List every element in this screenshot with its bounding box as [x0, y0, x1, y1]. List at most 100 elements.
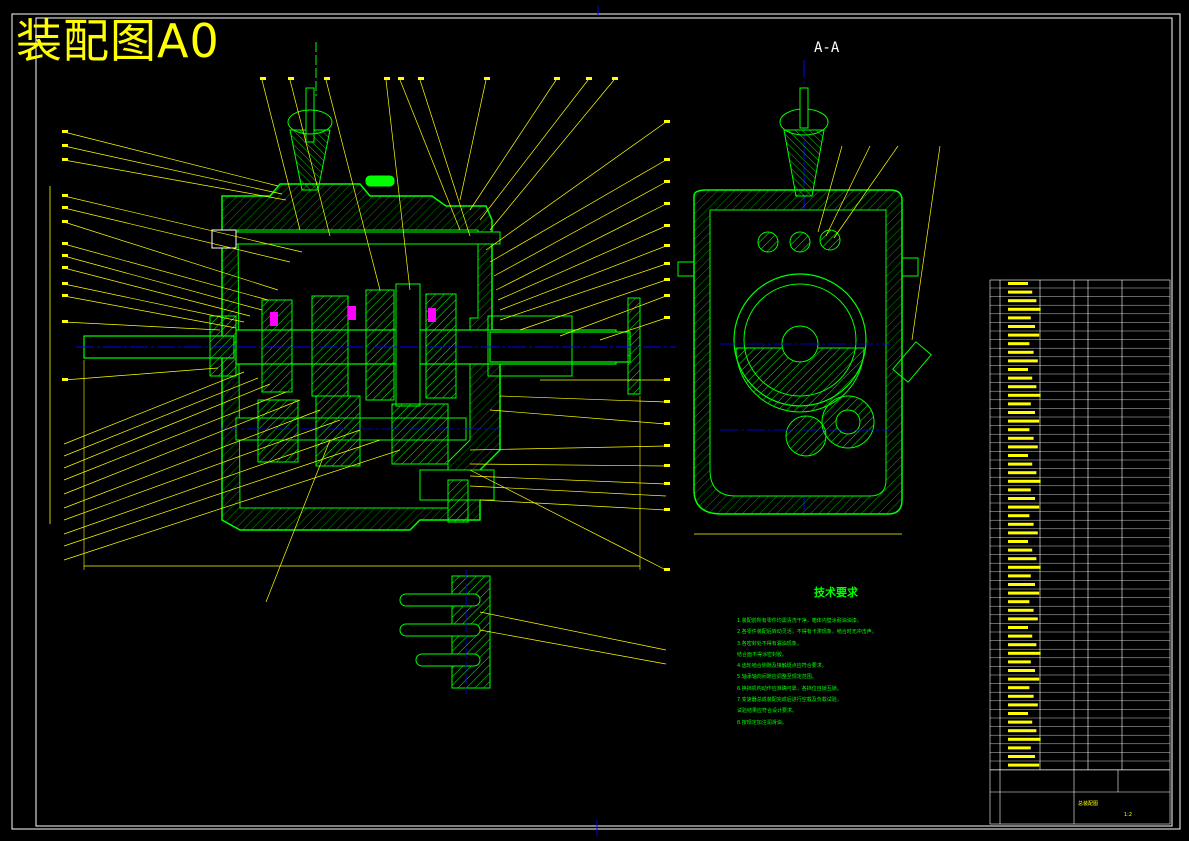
table-row-text-mark [1008, 359, 1038, 363]
tech-note: 4.齿轮啮合侧隙及接触斑点应符合要求。 [737, 663, 827, 670]
output-flange [627, 297, 641, 395]
tech-note: 1.装配前所有零件均需清洗干净，箱体内壁涂耐油油漆。 [737, 618, 862, 624]
table-row-text-mark [1008, 350, 1034, 354]
table-row-text-mark [1008, 385, 1037, 389]
gear-3 [365, 289, 395, 401]
table-row-text-mark [1008, 720, 1033, 724]
tech-note: 2.各零件装配后转动灵活，不得有卡滞现象，啮合时无冲击声。 [737, 629, 877, 636]
table-row-text-mark [1008, 746, 1031, 750]
table-row-text-mark [1008, 600, 1030, 604]
tech-note: 3.各密封处不得有漏油现象， [737, 640, 802, 647]
section-label-a-a: A-A [814, 40, 840, 56]
detail-view [399, 570, 667, 694]
gear-2 [311, 295, 349, 397]
table-row-text-mark [1008, 316, 1031, 320]
table-row-text-mark [1008, 333, 1040, 337]
shift-rail [213, 231, 501, 245]
table-row-text-mark [1008, 574, 1031, 578]
counter-gear-3 [391, 403, 449, 465]
technical-requirements-notes: 1.装配前所有零件均需清洗干净，箱体内壁涂耐油油漆。 2.各零件装配后转动灵活，… [737, 616, 977, 729]
input-shaft-bearing-cap [209, 315, 237, 377]
table-row-text-mark [1008, 557, 1037, 561]
technical-requirements-title: 技术要求 [814, 586, 858, 599]
table-row-text-mark [1008, 755, 1035, 758]
table-row-text-mark [1008, 591, 1040, 595]
table-row-text-mark [1008, 643, 1037, 647]
table-row-text-mark [1008, 694, 1034, 698]
shift-knob-ball [287, 109, 333, 135]
synchro-ring-3 [428, 308, 436, 322]
table-row-text-mark [1008, 617, 1038, 621]
sheet-title: 装配图A0 [16, 14, 220, 68]
table-row-text-mark [1008, 342, 1030, 346]
table-row-text-mark [1008, 505, 1040, 509]
aa-reverse-gear [785, 415, 827, 457]
table-row-text-mark [1008, 445, 1038, 449]
shift-rail-end-left [211, 229, 237, 249]
main-section-view [49, 42, 676, 570]
synchro-ring-2 [348, 306, 356, 320]
table-row-text-mark [1008, 436, 1034, 440]
table-row-text-mark [1008, 634, 1033, 638]
table-row-text-mark [1008, 488, 1031, 492]
tech-note: 8.按规定加注润滑油。 [737, 719, 787, 726]
table-row-text-mark [1008, 428, 1030, 432]
table-row-text-mark [1008, 376, 1033, 380]
table-row-text-mark [1008, 471, 1037, 475]
table-row-text-mark [1008, 540, 1028, 543]
table-row-text-mark [1008, 531, 1038, 535]
table-row-text-mark [1008, 565, 1041, 569]
table-row-text-mark [1008, 419, 1040, 423]
table-row-text-mark [1008, 325, 1035, 328]
table-row-text-mark [1008, 677, 1040, 681]
table-row-text-mark [1008, 454, 1028, 457]
table-row-text-mark [1008, 703, 1038, 707]
outer-frame [11, 13, 1181, 830]
table-row-text-mark [1008, 402, 1031, 406]
table-row-text-mark [1008, 514, 1030, 518]
table-row-text-mark [1008, 608, 1034, 612]
output-housing [487, 315, 573, 377]
table-row-text-mark [1008, 669, 1035, 672]
shift-lever [305, 87, 315, 143]
reverse-gear [447, 479, 469, 523]
synchro-ring-1 [270, 312, 278, 326]
parts-list-table [989, 279, 1171, 825]
parts-list-rows [990, 282, 1170, 770]
table-row-text-mark [1008, 626, 1028, 629]
table-row-text-mark [1008, 497, 1035, 500]
table-row-text-mark [1008, 660, 1031, 664]
table-row-text-mark [1008, 368, 1028, 371]
table-row-text-mark [1008, 290, 1033, 294]
title-block-drawing-name: 总装配图 [1078, 801, 1099, 807]
tech-note: 结合面不得涂密封胶。 [737, 651, 788, 658]
table-row-text-mark [1008, 307, 1041, 311]
table-row-text-mark [1008, 479, 1041, 483]
table-row-text-mark [1008, 548, 1033, 552]
table-row-text-mark [1008, 763, 1040, 767]
inner-frame [35, 17, 1173, 827]
counter-gear-1 [257, 399, 299, 463]
table-row-text-mark [1008, 393, 1041, 397]
gear-4 [395, 283, 421, 407]
table-row-text-mark [1008, 651, 1041, 655]
tech-note: 7.变速器总成装配完成后进行空载及负载试验， [737, 697, 842, 704]
section-view-a-a [677, 60, 941, 535]
table-row-text-mark [1008, 583, 1035, 586]
breather-cap [365, 175, 395, 187]
table-row-text-mark [1008, 686, 1030, 690]
part-leaders [63, 79, 667, 603]
table-row-text-mark [1008, 462, 1033, 466]
counter-gear-2 [315, 395, 361, 467]
table-row-text-mark [1008, 522, 1034, 526]
table-row-text-mark [1008, 299, 1037, 303]
table-row-text-mark [1008, 729, 1037, 733]
title-block-scale: 1:2 [1124, 812, 1133, 818]
tech-note: 试验结果应符合设计要求。 [737, 708, 798, 715]
tech-note: 6.换挡机构动作应准确可靠，各挡位自锁互锁。 [737, 685, 842, 692]
table-row-text-mark [1008, 411, 1035, 414]
tech-note: 5.轴承轴向间隙应调整至规定范围。 [737, 674, 817, 681]
leader-number-tags [62, 77, 670, 571]
table-row-text-mark [1008, 282, 1028, 285]
